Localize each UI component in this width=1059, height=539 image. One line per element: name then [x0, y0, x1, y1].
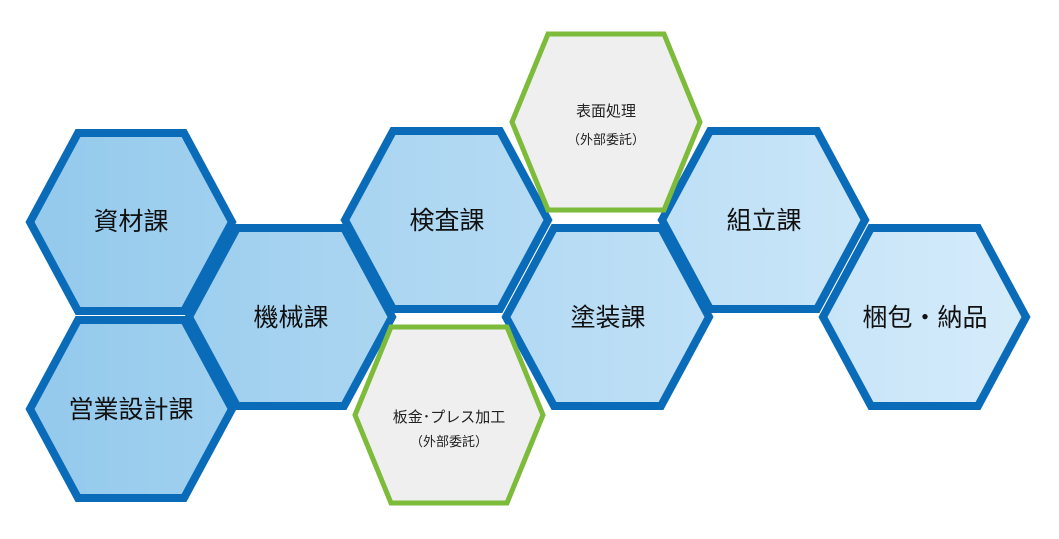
hex-eigyo: 営業設計課: [25, 316, 237, 502]
hex-konpo: 梱包・納品: [818, 224, 1031, 410]
hex-kikai: 機械課: [184, 224, 397, 410]
hexagon-shape: [340, 127, 553, 313]
hex-shizai: 資材課: [25, 129, 237, 315]
label-konpo: 梱包・納品: [862, 303, 987, 332]
sublabel-bankin: （外部委託）: [410, 434, 488, 450]
hex-kumitate: 組立課: [657, 127, 870, 313]
hexagon-shape: [25, 316, 237, 502]
label-toso: 塗装課: [570, 303, 645, 332]
label-kumitate: 組立課: [726, 206, 801, 235]
label-kensa: 検査課: [409, 206, 484, 235]
hexagon-shape: [509, 31, 703, 213]
label-shizai: 資材課: [93, 207, 168, 236]
hexagon-shape: [501, 224, 714, 410]
hex-bankin: 板金･プレス加工 （外部委託）: [352, 324, 546, 506]
hexagon-shape: [657, 127, 870, 313]
hex-toso: 塗装課: [501, 224, 714, 410]
label-kikai: 機械課: [253, 303, 328, 332]
label-eigyo: 営業設計課: [68, 395, 193, 424]
label-hyomen: 表面処理: [576, 102, 636, 120]
hexagon-shape: [184, 224, 397, 410]
hexagon-shape: [352, 324, 546, 506]
sublabel-hyomen: （外部委託）: [567, 132, 645, 148]
label-bankin: 板金･プレス加工: [393, 408, 506, 426]
hexagon-shape: [818, 224, 1031, 410]
hexagon-shape: [25, 129, 237, 315]
hex-kensa: 検査課: [340, 127, 553, 313]
hex-hyomen: 表面処理 （外部委託）: [509, 31, 703, 213]
